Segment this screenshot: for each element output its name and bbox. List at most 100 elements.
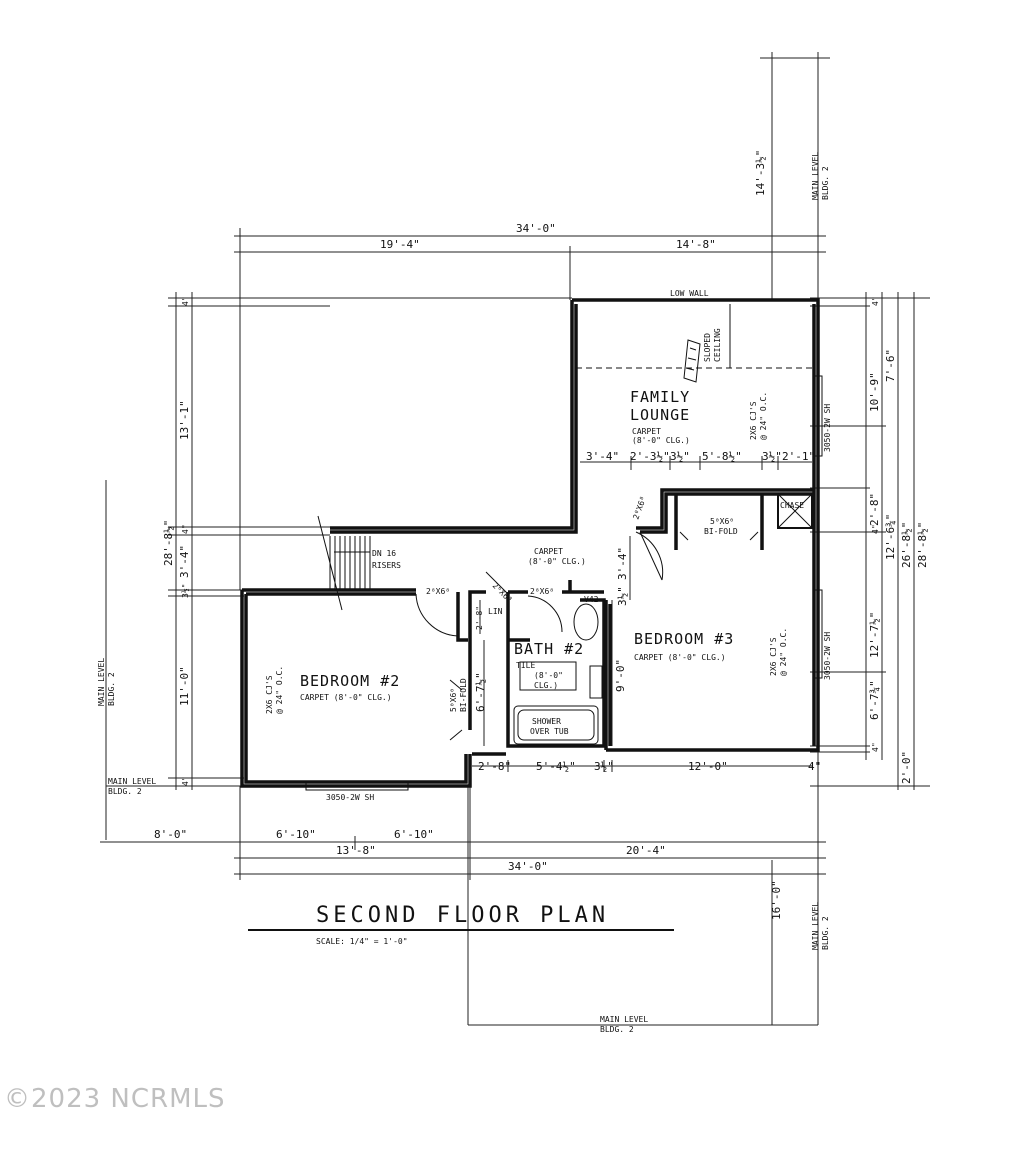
window-bed2: 3050-2W SH (326, 793, 374, 802)
dim-left-13: 13'-1" (178, 400, 191, 440)
plan-title: SECOND FLOOR PLAN (316, 903, 609, 928)
family-lounge-ceiling: (8'-0" CLG.) (632, 436, 690, 445)
bldg-upper: BLDG. 2 (821, 166, 830, 200)
door-a: 2⁸X6⁸ (426, 587, 450, 596)
dim-right-67: 6'-7¾" (868, 680, 881, 720)
family-lounge-finish: CARPET (632, 427, 661, 436)
dim-mid-a: 3'-4" (586, 450, 619, 463)
bifold-top-2: BI-FOLD (704, 527, 738, 536)
bifold-top-1: 5⁰X6⁰ (710, 517, 734, 526)
bldg-bottom-left: BLDG. 2 (108, 787, 142, 796)
sloped-note-1: SLOPED (703, 333, 712, 362)
main-level-bottom: MAIN LEVEL (600, 1015, 648, 1024)
dim-right-28: 2'-8" (868, 493, 881, 526)
bedroom2-name: BEDROOM #2 (300, 672, 400, 690)
low-wall-note: LOW WALL (670, 289, 709, 298)
dim-mid-d: 5'-8½" (702, 450, 742, 463)
bedroom2-joists-1: 2X6 CJ'S (265, 675, 274, 714)
bath2-name: BATH #2 (514, 640, 584, 658)
sloped-note-2: CEILING (713, 328, 722, 362)
dim-bath-v2: 9'-0" (614, 659, 627, 692)
interior-details (248, 304, 823, 931)
bedroom3-joists-1: 2X6 CJ'S (769, 637, 778, 676)
dim-closet-v: 6'-7½" (474, 672, 487, 712)
dim-left-4a: 4" (181, 296, 190, 306)
dim-right-26: 26'-8½" (900, 522, 913, 568)
stair-line-1: DN 16 (372, 549, 396, 558)
bath2-ceiling-1: (8'-0" (534, 671, 563, 680)
dim-right-10: 10'-9" (868, 372, 881, 412)
bifold-left-2: BI-FOLD (459, 678, 468, 712)
dim-top-total: 34'-0" (516, 222, 556, 235)
lounge-joists-1: 2X6 CJ'S (749, 401, 758, 440)
dim-low-e: 4" (808, 760, 821, 773)
dimension-lines (100, 228, 930, 880)
window-bed3: 3050-2W SH (823, 632, 832, 680)
dim-left-4b: 4" (181, 524, 190, 534)
bedroom3-joists-2: @ 24" O.C. (779, 628, 788, 676)
bldg-bottom: BLDG. 2 (600, 1025, 634, 1034)
dim-right-1263: 12'-6¾" (884, 514, 897, 560)
bifold-left-1: 5⁰X6⁰ (449, 688, 458, 712)
dim-left-34: 3'-4" (178, 545, 191, 578)
dim-low-d: 12'-0" (688, 760, 728, 773)
dim-bath-v3: 3½" (616, 586, 629, 606)
dim-right-127: 12'-7½" (868, 612, 881, 658)
dim-top-left: 19'-4" (380, 238, 420, 251)
main-level-left: MAIN LEVEL (97, 658, 106, 706)
lounge-joists-2: @ 24" O.C. (759, 392, 768, 440)
plan-labels: 34'-0" 19'-4" 14'-8" 14'-3½" MAIN LEVEL … (97, 150, 929, 1034)
dim-right-28b: 28'-8½" (916, 522, 929, 568)
dim-mid-f: 2'-1" (782, 450, 815, 463)
hall-finish: CARPET (534, 547, 563, 556)
stair-line-2: RISERS (372, 561, 401, 570)
dim-lin-v: 2'-8" (475, 606, 484, 630)
bedroom2-finish: CARPET (8'-0" CLG.) (300, 693, 392, 702)
watermark: ©2023 NCRMLS (4, 1084, 226, 1114)
window-lounge: 3050-2W SH (823, 404, 832, 452)
bedroom2-joists-2: @ 24" O.C. (275, 666, 284, 714)
bedroom3-name: BEDROOM #3 (634, 630, 734, 648)
bath2-tub-1: SHOWER (532, 717, 561, 726)
dim-mid-c: 3½" (670, 450, 690, 463)
dim-left-11: 11'-0" (178, 666, 191, 706)
bedroom3-finish: CARPET (8'-0" CLG.) (634, 653, 726, 662)
dim-right-4b: 4" (871, 524, 880, 534)
dim-bottom-total: 34'-0" (508, 860, 548, 873)
walls (240, 298, 820, 788)
dim-lower-ext: 16'-0" (770, 880, 783, 920)
reference-lines (105, 52, 830, 1026)
dim-bottom-right: 20'-4" (626, 844, 666, 857)
lin-label: LIN (488, 607, 503, 616)
bath-fixture: V42 (584, 595, 599, 604)
bath2-ceiling-2: CLG.) (534, 681, 558, 690)
family-lounge-name-2: LOUNGE (630, 406, 690, 424)
main-level-bottom-left: MAIN LEVEL (108, 777, 156, 786)
hall-ceiling: (8'-0" CLG.) (528, 557, 586, 566)
dim-left-28: 28'-8½" (162, 520, 175, 566)
door-c: 2⁰X6⁸ (631, 495, 648, 521)
dim-mid-e: 3½" (762, 450, 782, 463)
dim-left-4c: 4" (181, 776, 190, 786)
dim-right-7: 7'-6" (884, 349, 897, 382)
dim-mid-b: 2'-3½" (630, 450, 670, 463)
dim-right-4c: 4" (871, 742, 880, 752)
dim-left-3a: 3½" (180, 584, 190, 598)
dim-upper-ext: 14'-3½" (754, 150, 767, 196)
dim-right-4a: 4" (871, 296, 880, 306)
dim-bottom-left: 13'-8" (336, 844, 376, 857)
dim-low-c: 3½" (594, 760, 614, 773)
dim-bottom-c: 6'-10" (394, 828, 434, 841)
bath2-tub-2: OVER TUB (530, 727, 569, 736)
dim-top-right: 14'-8" (676, 238, 716, 251)
dim-bottom-a: 8'-0" (154, 828, 187, 841)
door-b: 2⁸X6⁸ (530, 587, 554, 596)
bath2-finish: TILE (516, 661, 535, 670)
main-level-upper: MAIN LEVEL (811, 152, 820, 200)
bldg-right-lower: BLDG. 2 (821, 916, 830, 950)
dim-bottom-b: 6'-10" (276, 828, 316, 841)
dim-low-b: 5'-4½" (536, 760, 576, 773)
bldg-left: BLDG. 2 (107, 672, 116, 706)
dim-low-a: 2'-8" (478, 760, 511, 773)
